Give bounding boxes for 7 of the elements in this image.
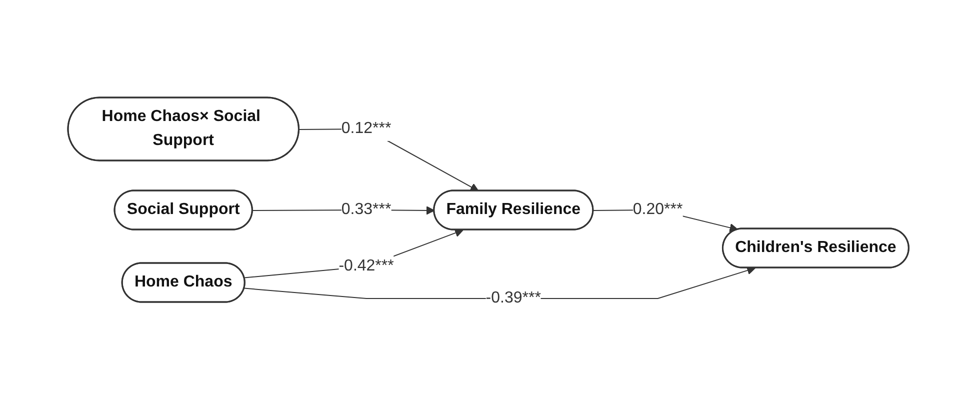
arrow: [244, 266, 756, 299]
arrow: [244, 228, 464, 278]
edge-label: 0.33***: [341, 201, 391, 218]
edge-label: 0.12***: [341, 120, 391, 137]
edge-label: -0.42***: [338, 258, 394, 274]
edge-label: -0.39***: [485, 290, 541, 306]
edge-label: 0.20***: [632, 201, 682, 218]
